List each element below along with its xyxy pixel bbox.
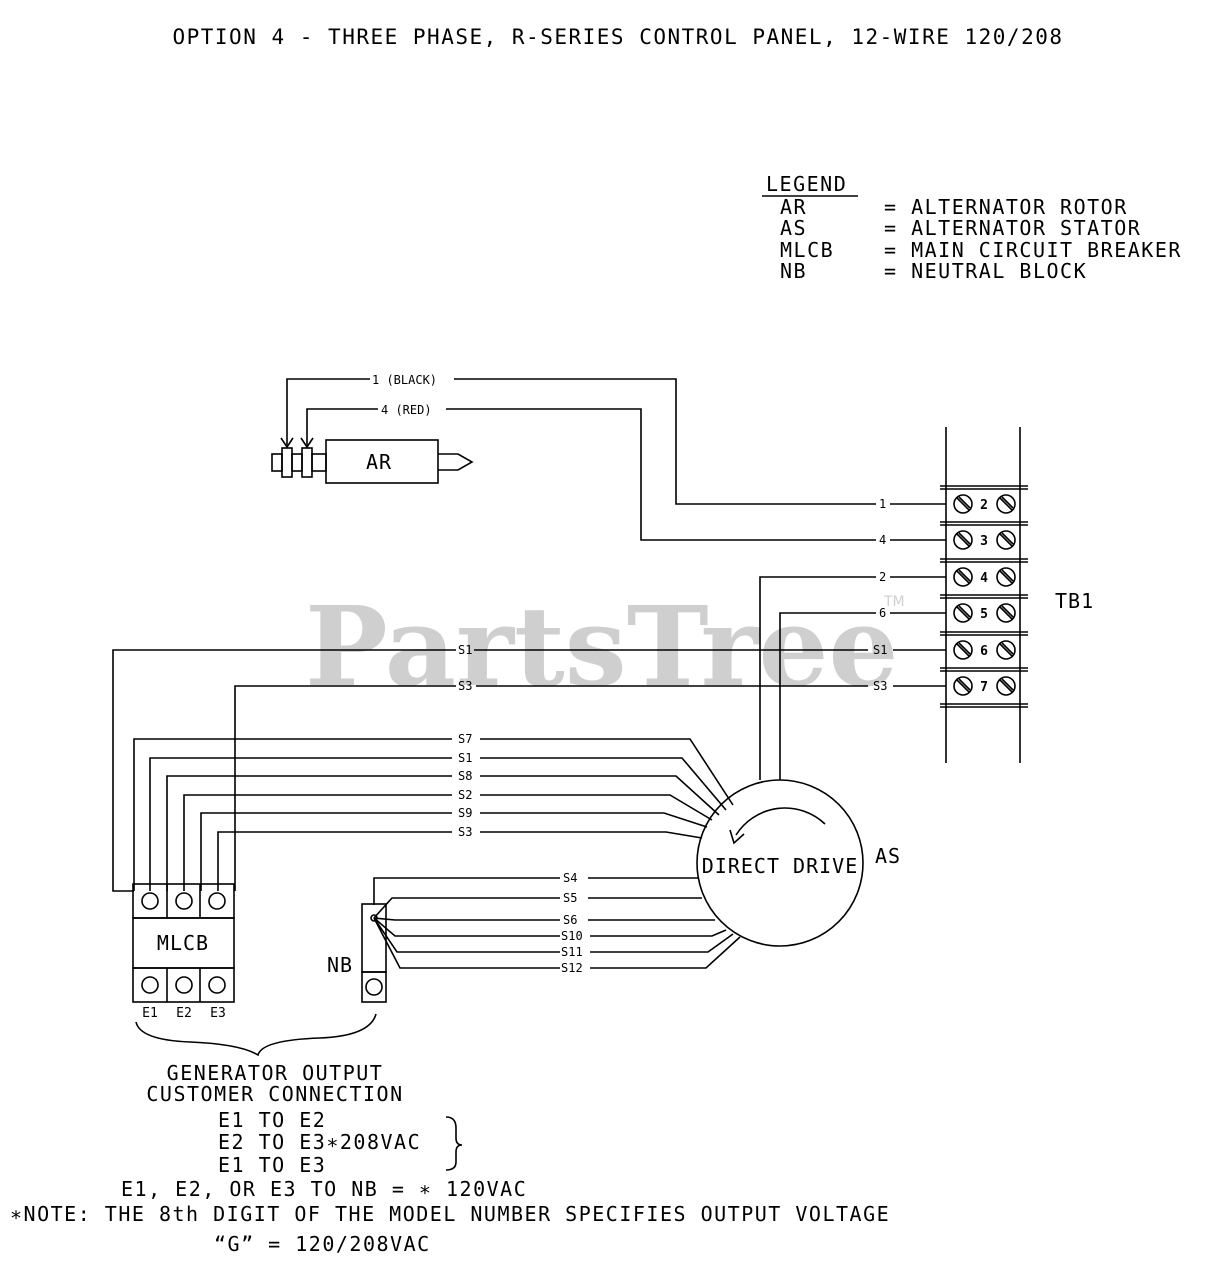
- nb-wire-label-s10: S10: [561, 929, 583, 943]
- mlcb-wire-label-s7: S7: [458, 732, 472, 746]
- mlcb-wire-label-s3: S3: [458, 825, 472, 839]
- tb1-terminal-number: 3: [980, 534, 988, 549]
- output-heading-1: GENERATOR OUTPUT: [167, 1061, 384, 1085]
- terminal-screw-icon: [953, 567, 973, 587]
- terminal-screw-icon: [996, 530, 1016, 550]
- output-brace: [135, 1013, 377, 1057]
- nb-label: NB: [327, 953, 353, 977]
- legend-desc-mlcb: = MAIN CIRCUIT BREAKER: [884, 238, 1182, 262]
- nb-wire-label-s4: S4: [563, 871, 577, 885]
- output-heading-2: CUSTOMER CONNECTION: [146, 1082, 403, 1106]
- output-note: ∗NOTE: THE 8th DIGIT OF THE MODEL NUMBER…: [10, 1202, 890, 1226]
- mlcb-wire-label-s8: S8: [458, 769, 472, 783]
- legend-desc-nb: = NEUTRAL BLOCK: [884, 259, 1087, 283]
- terminal-screw-icon: [996, 494, 1016, 514]
- tb1-wire-label-s1: S1: [873, 643, 887, 657]
- mlcb-wire-label-s1: S1: [458, 751, 472, 765]
- terminal-screw-icon: [953, 530, 973, 550]
- tb1-wire-label-4: 4: [879, 533, 886, 547]
- tb1-wire-label-1: 1: [879, 497, 886, 511]
- tb1-terminal-row: 3: [953, 530, 1016, 550]
- legend-abbr-ar: AR: [780, 195, 807, 219]
- tb1-wire-label-2: 2: [879, 570, 886, 584]
- alternator-rotor: AR: [271, 439, 474, 484]
- nb-wire-label-s5: S5: [563, 891, 577, 905]
- output-line-4: E1, E2, OR E3 TO NB = ∗ 120VAC: [121, 1177, 527, 1201]
- legend-abbr-mlcb: MLCB: [780, 238, 834, 262]
- wire-label-red: 4 (RED): [381, 403, 432, 417]
- tb1-terminal-number: 2: [980, 498, 988, 513]
- nb-wire-label-s6: S6: [563, 913, 577, 927]
- long-wires: S1 S3: [112, 643, 868, 892]
- main-circuit-breaker: MLCB E1 E2 E3: [132, 883, 235, 1021]
- mlcb-wires: S7 S1 S8 S2 S9 S3: [133, 732, 734, 891]
- long-wire-label-s3: S3: [458, 679, 472, 693]
- tb1-terminal-row: 7: [953, 676, 1016, 696]
- output-notes: GENERATOR OUTPUT CUSTOMER CONNECTION E1 …: [10, 1061, 890, 1256]
- stator-inner-label: DIRECT DRIVE: [702, 854, 859, 878]
- tb1-terminal-row: 2: [953, 494, 1016, 514]
- rotor-label: AR: [366, 450, 392, 474]
- output-line-3: E1 TO E3: [218, 1153, 326, 1177]
- terminal-screw-icon: [996, 603, 1016, 623]
- nb-wires: S4 S5 S6 S10 S11 S12: [373, 871, 741, 975]
- legend-abbr-nb: NB: [780, 259, 807, 283]
- mlcb-label: MLCB: [157, 931, 209, 955]
- tb1-terminal-number: 6: [980, 644, 988, 659]
- legend-desc-as: = ALTERNATOR STATOR: [884, 216, 1141, 240]
- output-line-1: E1 TO E2: [218, 1108, 326, 1132]
- terminal-screw-icon: [996, 640, 1016, 660]
- wire-label-black: 1 (BLACK): [372, 373, 437, 387]
- legend-abbr-as: AS: [780, 216, 807, 240]
- mlcb-terminal-e2: E2: [176, 1006, 192, 1021]
- neutral-block: NB: [327, 903, 387, 1003]
- legend-desc-ar: = ALTERNATOR ROTOR: [884, 195, 1128, 219]
- tb1-label: TB1: [1055, 589, 1094, 613]
- terminal-screw-icon: [953, 676, 973, 696]
- nb-wire-label-s12: S12: [561, 961, 583, 975]
- terminal-screw-icon: [953, 494, 973, 514]
- terminal-screw-icon: [996, 567, 1016, 587]
- mlcb-terminal-e1: E1: [142, 1006, 158, 1021]
- mlcb-wire-label-s9: S9: [458, 806, 472, 820]
- tb1-terminal-number: 5: [980, 607, 988, 622]
- diagram-title: OPTION 4 - THREE PHASE, R-SERIES CONTROL…: [172, 25, 1063, 49]
- watermark-tm: TM: [883, 594, 905, 610]
- tb1-terminal-number: 7: [980, 680, 988, 695]
- terminal-screw-icon: [996, 676, 1016, 696]
- stator-label: AS: [875, 844, 901, 868]
- alternator-stator: DIRECT DRIVE AS: [696, 779, 901, 947]
- tb1-terminal-row: 5: [953, 603, 1016, 623]
- terminal-screw-icon: [953, 603, 973, 623]
- long-wire-label-s1: S1: [458, 643, 472, 657]
- rotor-wires: 1 (BLACK) 4 (RED): [280, 373, 876, 541]
- tb1-terminal-row: 4: [953, 567, 1016, 587]
- output-line-2: E2 TO E3∗208VAC: [218, 1130, 421, 1154]
- tb1-terminal-row: 6: [953, 640, 1016, 660]
- terminal-screw-icon: [953, 640, 973, 660]
- nb-wire-label-s11: S11: [561, 945, 583, 959]
- watermark: PartsTree: [305, 582, 899, 711]
- mlcb-terminal-e3: E3: [210, 1006, 226, 1021]
- legend-heading: LEGEND: [766, 172, 847, 196]
- tb1-wires: 1 4 2 6 S1 S3: [759, 497, 946, 780]
- tb1-terminal-number: 4: [980, 571, 988, 586]
- tb1-wire-label-s3: S3: [873, 679, 887, 693]
- mlcb-wire-label-s2: S2: [458, 788, 472, 802]
- legend: LEGEND AR = ALTERNATOR ROTOR AS = ALTERN…: [762, 172, 1182, 283]
- output-note-2: “G” = 120/208VAC: [214, 1232, 431, 1256]
- tb1-wire-label-6: 6: [879, 606, 886, 620]
- terminal-block-tb1: 2 3 4 5 6 7 TB1: [940, 427, 1094, 763]
